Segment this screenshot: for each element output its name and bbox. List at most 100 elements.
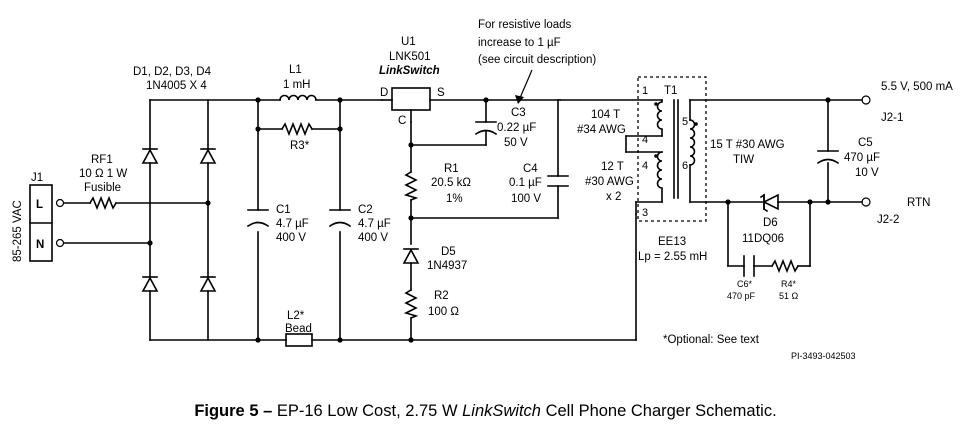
c1-name: C1 <box>276 204 291 216</box>
note-line1: For resistive loads <box>478 19 572 31</box>
c2-cap: 4.7 µF <box>358 218 391 230</box>
capacitor-c5 <box>816 150 840 165</box>
c6-name: C6* <box>737 279 753 289</box>
j2-2-label: J2-2 <box>877 214 899 226</box>
u1-pin-c: C <box>398 115 406 127</box>
diode-d6 <box>759 193 779 213</box>
rtn-label: RTN <box>907 197 930 209</box>
d5-part: 1N4937 <box>427 260 467 272</box>
rf1-type: Fusible <box>84 182 121 194</box>
capacitor-c2 <box>328 209 352 228</box>
c2-name: C2 <box>358 204 373 216</box>
c6-value: 470 pF <box>727 291 756 301</box>
capacitor-c4 <box>547 175 569 187</box>
u1-pin-s: S <box>437 87 445 99</box>
j1-label: J1 <box>31 172 43 184</box>
pri-turns: 104 T <box>591 109 620 121</box>
inductor-l1 <box>279 94 317 101</box>
caption-text-2: Cell Phone Charger Schematic. <box>540 402 777 420</box>
c3-name: C3 <box>511 107 526 119</box>
transformer-core <box>673 99 679 199</box>
t1-pin4b: 4 <box>642 160 648 172</box>
resistor-r2 <box>403 288 419 320</box>
bead-l2 <box>285 333 313 347</box>
bridge-value: 1N4005 X 4 <box>146 80 207 92</box>
d6-name: D6 <box>763 217 778 229</box>
j1-pin-n-label: N <box>36 239 44 251</box>
l1-value: 1 mH <box>283 79 310 91</box>
t1-pin1: 1 <box>642 85 648 97</box>
output-rating: 5.5 V, 500 mA <box>881 81 953 93</box>
c4-name: C4 <box>523 163 538 175</box>
u1-pin-d: D <box>380 87 388 99</box>
ic-u1 <box>391 87 431 111</box>
j2-1-label: J2-1 <box>881 112 903 124</box>
pri-wire: #34 AWG <box>577 124 626 136</box>
t1-name: T1 <box>664 85 677 97</box>
l1-name: L1 <box>289 64 302 76</box>
r4-name: R4* <box>781 279 797 289</box>
c3-cap: 0.22 µF <box>497 122 536 134</box>
c3-volt: 50 V <box>504 137 528 149</box>
output-wiring <box>689 99 863 267</box>
c5-volt: 10 V <box>855 167 879 179</box>
resistor-r4 <box>770 258 800 274</box>
transformer-primary <box>559 99 663 215</box>
diode-d5 <box>402 248 420 264</box>
c5-name: C5 <box>858 137 873 149</box>
j1-pin-l-label: L <box>36 199 43 211</box>
r3-name: R3* <box>290 140 310 152</box>
t1-pin6: 6 <box>682 160 688 172</box>
top-rail <box>149 99 383 341</box>
primary-inductance: Lp = 2.55 mH <box>638 251 707 263</box>
r1-value: 20.5 kΩ <box>431 177 471 189</box>
sec-wire: TIW <box>733 154 754 166</box>
r2-name: R2 <box>434 290 449 302</box>
c4-volt: 100 V <box>511 193 541 205</box>
figure-caption: Figure 5 – EP-16 Low Cost, 2.75 W LinkSw… <box>0 402 971 421</box>
input-voltage-label: 85-265 VAC <box>12 200 24 262</box>
u1-family: LinkSwitch <box>379 65 440 77</box>
capacitor-c1 <box>246 209 270 228</box>
d6-part: 11DQ06 <box>742 233 784 245</box>
sec-turns: 15 T #30 AWG <box>710 139 785 151</box>
input-wiring <box>63 202 209 244</box>
diode-d1 <box>141 148 159 164</box>
rf1-value: 10 Ω 1 W <box>79 168 127 180</box>
resistor-rf1 <box>88 195 118 211</box>
diode-d3 <box>141 276 159 292</box>
bias-wire: #30 AWG <box>585 176 634 188</box>
capacitor-c3 <box>474 121 498 136</box>
drawing-id: PI-3493-042503 <box>791 351 856 361</box>
caption-text-italic: LinkSwitch <box>462 402 541 420</box>
diode-d4 <box>199 276 217 292</box>
c1-volt: 400 V <box>276 232 306 244</box>
bias-turns: 12 T <box>601 161 624 173</box>
rf1-name: RF1 <box>91 154 113 166</box>
charger-schematic: J1 L N 85-265 VAC RF1 10 Ω 1 W Fusible <box>12 19 953 361</box>
t1-pin4a: 4 <box>642 134 648 146</box>
bottom-rail <box>149 213 637 341</box>
r1-tol: 1% <box>446 193 463 205</box>
l2-type: Bead <box>285 323 312 335</box>
bridge-rectifier <box>149 99 209 341</box>
transformer-secondary <box>689 99 698 203</box>
note-line3: (see circuit description) <box>478 54 596 66</box>
feedback-network <box>410 99 559 341</box>
d5-name: D5 <box>441 246 456 258</box>
c2-volt: 400 V <box>358 232 388 244</box>
l2-name: L2* <box>287 310 305 322</box>
c4-cap: 0.1 µF <box>509 177 542 189</box>
capacitor-c6 <box>743 255 755 277</box>
bias-mult: x 2 <box>606 191 621 203</box>
bridge-names: D1, D2, D3, D4 <box>133 66 212 78</box>
core-type: EE13 <box>658 236 686 248</box>
t1-pin5: 5 <box>682 116 688 128</box>
caption-figure-number: Figure 5 – <box>194 402 273 420</box>
terminal-j2-2 <box>861 197 871 207</box>
note-line2: increase to 1 µF <box>478 37 561 49</box>
c1-cap: 4.7 µF <box>276 218 309 230</box>
note-arrow <box>519 69 533 99</box>
transformer-t1-outline <box>637 76 707 222</box>
r1-name: R1 <box>444 163 459 175</box>
